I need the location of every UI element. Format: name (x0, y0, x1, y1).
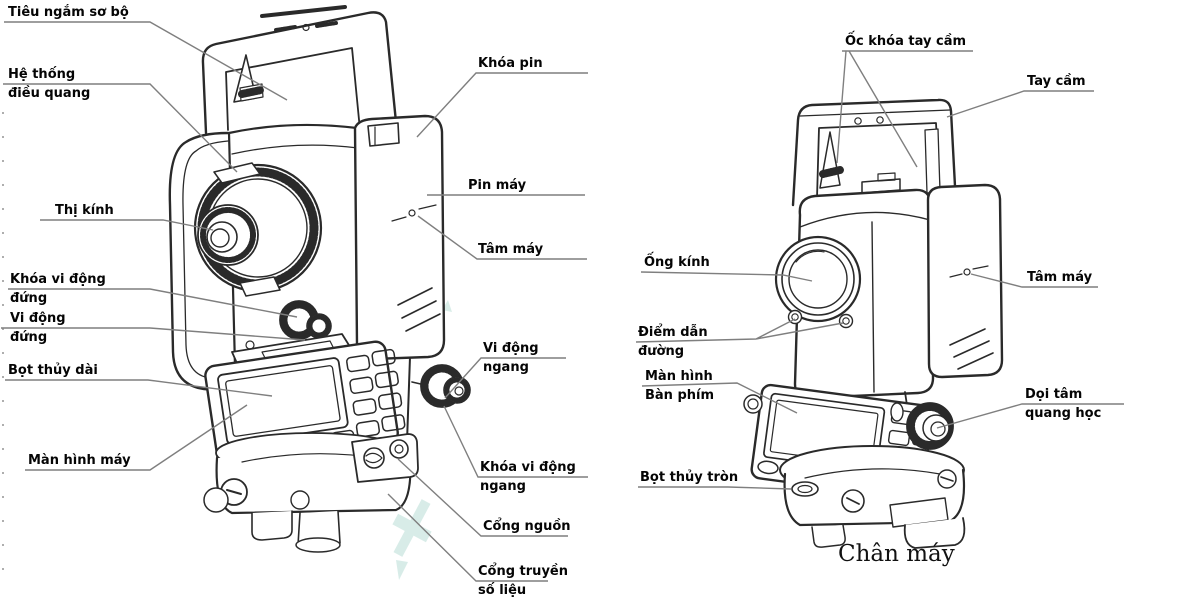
battery-latch (367, 122, 400, 147)
label-handle: Tay cầm (1027, 74, 1086, 89)
label-objective-lens: Ống kính (644, 255, 710, 270)
data-port-connector (389, 439, 409, 459)
leader-optical-plummet (936, 403, 1124, 429)
right-handle (791, 98, 958, 207)
leader-circular-level (638, 486, 792, 490)
label-horizontal-tangent-screw: Vi động ngang (483, 341, 539, 375)
left-center-mark (391, 204, 437, 222)
right-battery (926, 183, 1004, 379)
label-display-keyboard: Màn hình Bàn phím (645, 369, 715, 403)
leader-power-port (397, 458, 568, 537)
label-eyepiece: Thị kính (55, 203, 114, 218)
power-port-connector (363, 447, 385, 469)
label-instrument-center-left: Tâm máy (478, 242, 544, 257)
label-preliminary-sight: Tiêu ngắm sơ bộ (8, 5, 129, 20)
label-battery: Pin máy (468, 178, 527, 193)
watermark (392, 300, 452, 580)
leader-guide-light (635, 318, 844, 343)
leader-plate-level (5, 379, 273, 397)
leader-lines (1, 21, 1124, 582)
leader-horizontal-clamp (443, 405, 588, 478)
label-circular-level: Bọt thủy tròn (640, 470, 739, 485)
leader-display-screen (25, 404, 248, 471)
leader-vertical-tangent (1, 327, 306, 341)
leader-objective-lens (640, 271, 813, 282)
leader-instrument-center-right (970, 273, 1098, 288)
right-center-mark (949, 265, 989, 278)
label-battery-lock: Khóa pin (478, 56, 543, 71)
left-base (203, 432, 419, 553)
label-focusing-system: Hệ thống điều quang (8, 67, 91, 101)
label-vertical-tangent-screw: Vi động đứng (10, 311, 66, 345)
label-vertical-clamp: Khóa vi động đứng (10, 272, 106, 306)
leader-battery-lock (416, 72, 588, 138)
leader-display-keyboard (641, 382, 798, 414)
leader-handle (946, 90, 1094, 118)
label-instrument-center-right: Tâm máy (1027, 270, 1093, 285)
label-display-screen: Màn hình máy (28, 453, 131, 468)
circular-level-bubble (791, 481, 819, 497)
label-plate-level: Bọt thủy dài (8, 363, 98, 378)
leader-horizontal-tangent (444, 357, 566, 399)
leader-data-port (387, 493, 548, 582)
label-guide-light: Điểm dẫn đường (638, 325, 708, 359)
right-base (779, 445, 966, 549)
right-device-drawing (743, 98, 1004, 549)
label-optical-plummet: Dọi tâm quang học (1025, 387, 1102, 421)
label-tripod: Chân máy (838, 541, 955, 567)
leader-focusing-system (3, 83, 238, 173)
horizontal-tangent-knob (411, 364, 471, 408)
leader-vertical-clamp (8, 288, 298, 318)
label-handle-lock-screws: Ốc khóa tay cầm (845, 34, 967, 49)
left-device-drawing (168, 5, 471, 553)
leader-handle-lock-a (836, 50, 973, 168)
label-power-port: Cổng nguồn (483, 519, 571, 534)
left-battery (353, 114, 446, 361)
leader-instrument-center-left (417, 215, 587, 260)
optical-plummet-knob (890, 402, 954, 450)
leader-preliminary-sight (4, 21, 288, 101)
label-data-port: Cổng truyền số liệu (478, 564, 568, 598)
left-handle (201, 5, 399, 135)
leader-eyepiece (40, 219, 214, 231)
port-plate (351, 433, 419, 483)
label-horizontal-clamp: Khóa vi động ngang (480, 460, 576, 494)
